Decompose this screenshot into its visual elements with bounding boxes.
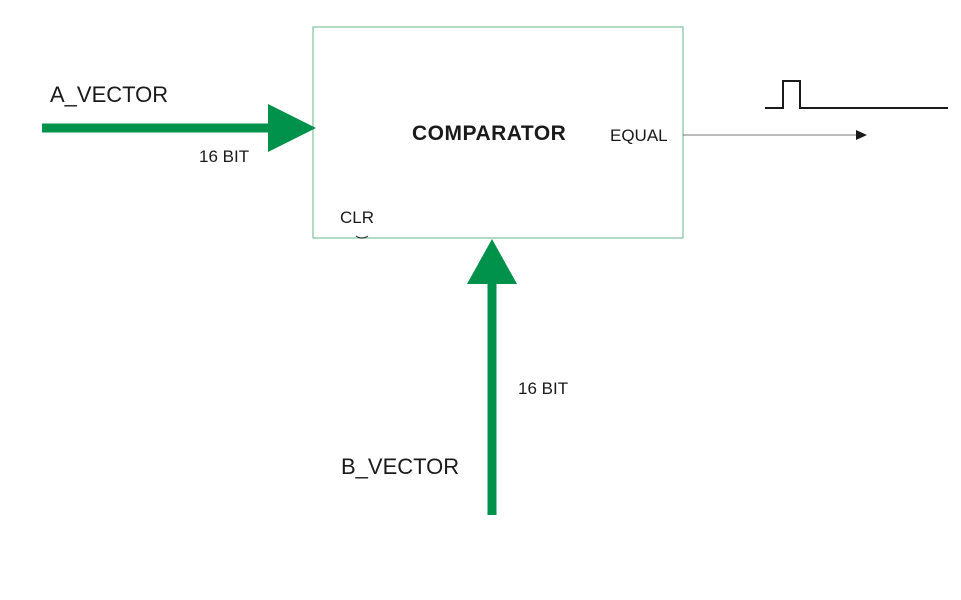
pulse-waveform bbox=[765, 80, 948, 109]
a-vector-width-label: 16 BIT bbox=[199, 147, 250, 166]
equal-output-arrowhead bbox=[856, 130, 867, 140]
b-vector-label: B_VECTOR bbox=[341, 454, 460, 479]
clr-port-label: CLR bbox=[340, 208, 375, 227]
b-vector-arrowhead bbox=[467, 239, 517, 284]
comparator-title: COMPARATOR bbox=[412, 122, 567, 145]
equal-port-label: EQUAL bbox=[610, 126, 668, 145]
clr-inversion-mark bbox=[355, 235, 369, 239]
b-vector-width-label: 16 BIT bbox=[518, 379, 569, 398]
comparator-block bbox=[312, 26, 684, 239]
a-vector-label: A_VECTOR bbox=[50, 82, 169, 107]
a-vector-arrowhead bbox=[268, 104, 316, 152]
